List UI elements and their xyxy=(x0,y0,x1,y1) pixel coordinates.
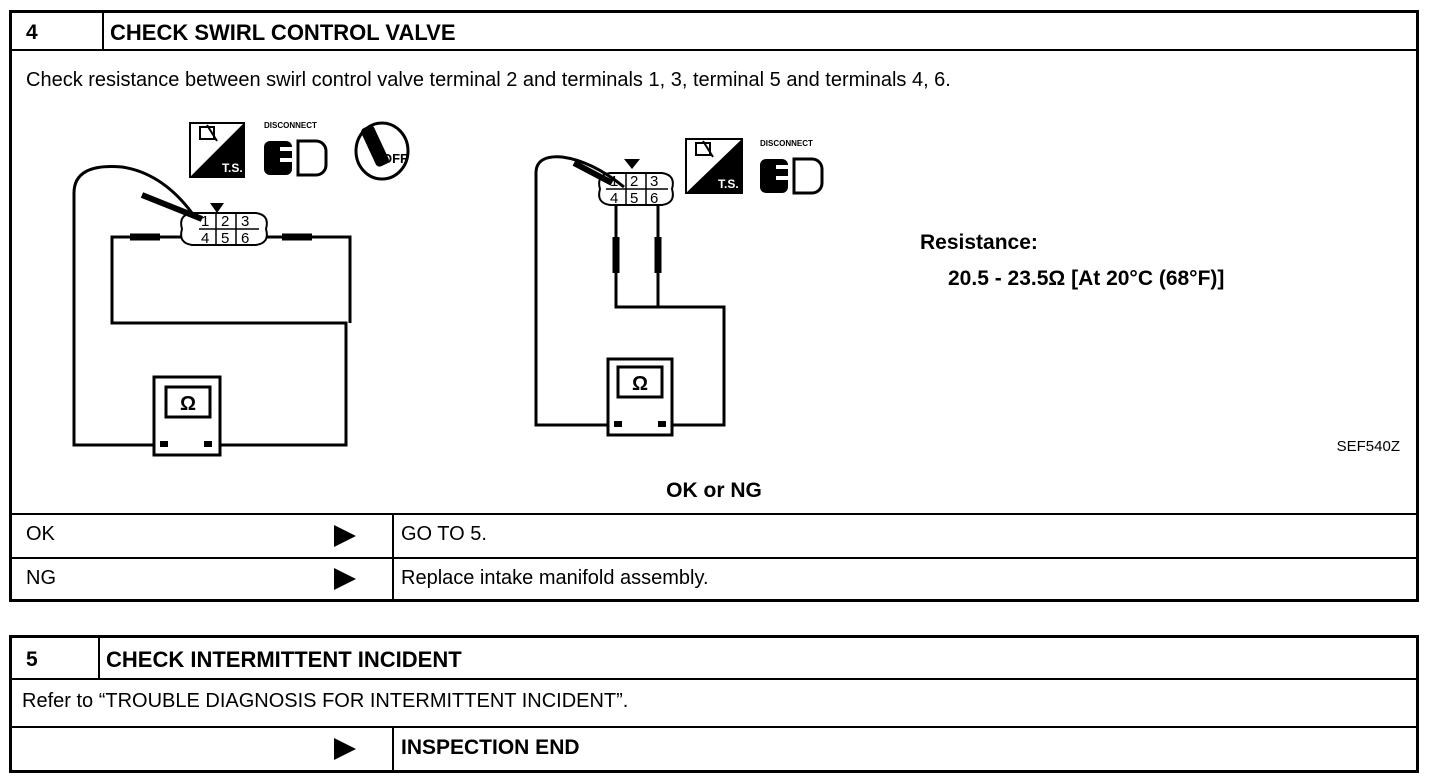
result-divider-middle xyxy=(12,557,1416,559)
ohmmeter-left: Ω xyxy=(152,375,222,457)
connector-left: 1 2 3 4 5 6 xyxy=(180,203,268,247)
result-prompt: OK or NG xyxy=(666,479,762,502)
step-4-instruction: Check resistance between swirl control v… xyxy=(26,69,951,91)
ts-icon-label: T.S. xyxy=(222,161,243,175)
circuit-diagram: T.S. DISCONNECT OFF xyxy=(72,121,824,457)
disconnect-icon-right: DISCONNECT xyxy=(760,139,824,195)
connector-right: 1 2 3 4 5 6 xyxy=(598,159,674,207)
terminal-4: 4 xyxy=(201,230,209,247)
step-5-result-row: INSPECTION END xyxy=(12,728,1416,770)
arrow-right-icon xyxy=(334,525,356,547)
step-5-instruction: Refer to “TROUBLE DIAGNOSIS FOR INTERMIT… xyxy=(22,690,629,712)
disconnect-icon: DISCONNECT xyxy=(264,121,328,177)
step-4-number: 4 xyxy=(26,21,38,44)
result-ok-action: GO TO 5. xyxy=(401,523,487,545)
step-5-result-divider-vertical xyxy=(392,728,394,770)
disconnect-icon-label: DISCONNECT xyxy=(264,121,317,130)
terminal-6-right: 6 xyxy=(650,190,658,207)
terminal-3-right: 3 xyxy=(650,173,658,190)
ts-icon-right-label: T.S. xyxy=(718,177,739,191)
terminal-1: 1 xyxy=(201,213,209,230)
left-circuit: T.S. DISCONNECT OFF xyxy=(72,121,410,457)
terminal-5: 5 xyxy=(221,230,229,247)
step-5-box: 5 CHECK INTERMITTENT INCIDENT Refer to “… xyxy=(9,635,1419,773)
resistance-value: 20.5 - 23.5Ω [At 20°C (68°F)] xyxy=(948,267,1225,290)
terminal-2-right: 2 xyxy=(630,173,638,190)
arrow-right-icon xyxy=(334,568,356,590)
arrow-right-icon xyxy=(334,738,356,760)
disconnect-icon-right-label: DISCONNECT xyxy=(760,139,813,148)
step-5-number: 5 xyxy=(26,648,38,671)
right-circuit: 1 2 3 4 5 6 T.S. DISCONNECT xyxy=(534,138,824,437)
result-divider-top xyxy=(12,513,1416,515)
step-4-header-divider xyxy=(12,49,1416,51)
result-ok-divider xyxy=(392,515,394,557)
result-ng-action: Replace intake manifold assembly. xyxy=(401,567,709,589)
resistance-label: Resistance: xyxy=(920,231,1038,254)
ohmmeter-right: Ω xyxy=(606,357,674,437)
result-row-ok: OK GO TO 5. xyxy=(12,515,1416,557)
terminal-6: 6 xyxy=(241,230,249,247)
terminal-2: 2 xyxy=(221,213,229,230)
terminal-3: 3 xyxy=(241,213,249,230)
step-5-result-action: INSPECTION END xyxy=(401,736,580,759)
ignition-off-icon: OFF xyxy=(354,121,410,181)
step-5-title: CHECK INTERMITTENT INCIDENT xyxy=(106,647,462,672)
step-4-number-divider xyxy=(102,13,104,49)
ohm-symbol-right: Ω xyxy=(632,373,648,395)
step-4-title: CHECK SWIRL CONTROL VALVE xyxy=(110,20,456,45)
step-5-header-divider xyxy=(12,678,1416,680)
result-ng-label: NG xyxy=(26,567,56,589)
terminal-4-right: 4 xyxy=(610,190,618,207)
terminal-5-right: 5 xyxy=(630,190,638,207)
terminal-1-right: 1 xyxy=(610,173,618,190)
ohm-symbol-left: Ω xyxy=(180,393,196,415)
result-row-ng: NG Replace intake manifold assembly. xyxy=(12,559,1416,599)
figure-code: SEF540Z xyxy=(1336,438,1400,455)
step-5-result-divider xyxy=(12,726,1416,728)
step-5-number-divider xyxy=(98,638,100,678)
step-4-box: 4 CHECK SWIRL CONTROL VALVE Check resist… xyxy=(9,10,1419,602)
ts-icon: T.S. xyxy=(189,122,245,178)
ts-icon-right: T.S. xyxy=(685,138,743,194)
result-ok-label: OK xyxy=(26,523,55,545)
result-ng-divider xyxy=(392,559,394,599)
ignition-off-label: OFF xyxy=(382,151,408,166)
